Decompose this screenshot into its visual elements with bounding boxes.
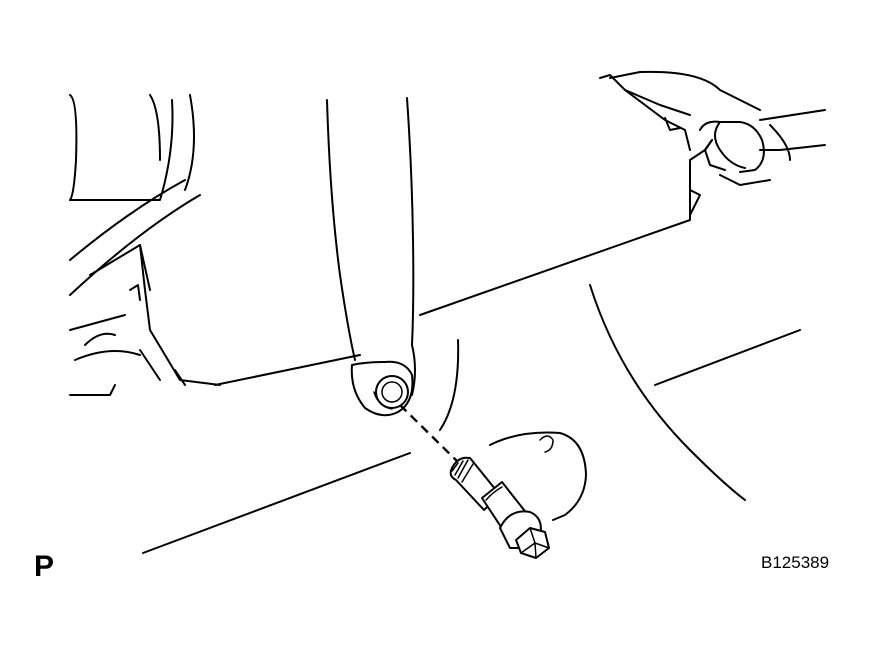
illustration-id: B125389: [761, 553, 830, 572]
steering-column-bracket: [326, 97, 416, 417]
floor-lines: [142, 284, 801, 554]
bolt-icon: [449, 456, 550, 559]
view-label: P: [34, 550, 55, 583]
column-body: [214, 70, 826, 386]
left-housing: [69, 94, 221, 396]
curved-plate: [489, 431, 587, 521]
bolt-hole-icon: [375, 375, 409, 409]
alignment-dashed-line: [399, 404, 459, 463]
